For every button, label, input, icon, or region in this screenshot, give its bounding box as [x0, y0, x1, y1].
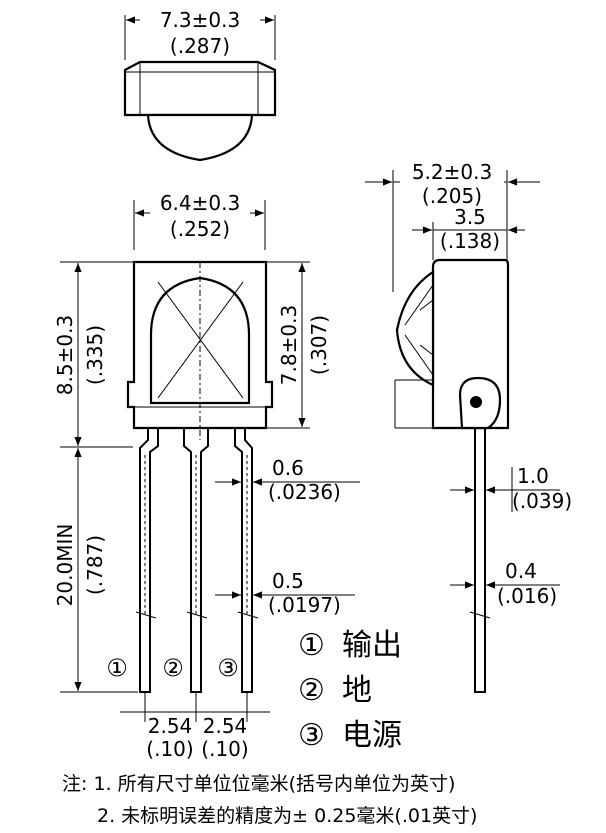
pin-number-2: ②: [162, 654, 184, 682]
lead-length-in-label: (.787): [83, 535, 107, 595]
top-body-outline: [123, 60, 277, 117]
lens-height-in-label: (.307): [307, 315, 331, 375]
side-lens-detail: [419, 299, 434, 311]
side-lens-mm-label: 3.5: [454, 205, 486, 229]
top-view: 7.3±0.3 (.287): [123, 8, 277, 162]
legend-number-2: ②: [298, 673, 325, 708]
side-offset-in-label: (.039): [512, 489, 572, 513]
lens-cross-line: [157, 281, 244, 399]
break-line: [186, 611, 208, 619]
pitch-left-mm-label: 2.54: [148, 714, 193, 738]
pitch-right-in-label: (.10): [201, 737, 248, 761]
label-mask: [400, 162, 504, 184]
side-lens-in-label: (.138): [440, 229, 500, 253]
label-mask: [140, 10, 260, 32]
side-pivot-dot: [470, 396, 482, 408]
note-line-1: 注: 1. 所有尺寸单位位毫米(括号内单位为英寸): [62, 773, 455, 795]
legend-label-power: 电源: [342, 718, 402, 753]
lead-width-in-label: (.0236): [268, 480, 341, 504]
side-lens-detail: [404, 334, 434, 376]
legend-label-output: 输出: [342, 628, 402, 663]
pin-number-1: ①: [106, 654, 128, 682]
pitch-right-mm-label: 2.54: [203, 714, 248, 738]
notes: 注: 1. 所有尺寸单位位毫米(括号内单位为英寸) 2. 未标明误差的精度为± …: [62, 773, 477, 827]
side-depth-mm-label: 5.2±0.3: [412, 160, 492, 184]
side-lens-detail: [419, 344, 434, 356]
pin-number-3: ③: [217, 654, 239, 682]
side-lead: [474, 428, 486, 693]
top-width-in-label: (.287): [170, 34, 230, 58]
front-height-mm-label: 8.5±0.3: [53, 315, 77, 395]
front-height-in-label: (.335): [83, 325, 107, 385]
lead-length-mm-label: 20.0MIN: [53, 524, 77, 607]
front-width-mm-label: 6.4±0.3: [160, 191, 240, 215]
front-width-in-label: (.252): [170, 217, 230, 241]
lead-pin-1: [139, 428, 159, 693]
legend-number-3: ③: [298, 718, 325, 753]
side-depth-in-label: (.205): [422, 184, 482, 208]
side-view: 5.2±0.3 (.205) 3.5 (.138) 1.0 (.039): [365, 160, 572, 693]
lead-thickness-in-label: (.0197): [268, 593, 341, 617]
break-line: [469, 611, 491, 619]
legend-label-ground: 地: [342, 673, 372, 708]
top-width-mm-label: 7.3±0.3: [160, 8, 240, 32]
break-line: [237, 611, 259, 619]
pitch-left-in-label: (.10): [146, 737, 193, 761]
note-line-2: 2. 未标明误差的精度为± 0.25毫米(.01英寸): [97, 805, 477, 827]
lead-width-mm-label: 0.6: [272, 456, 304, 480]
lens-height-mm-label: 7.8±0.3: [277, 305, 301, 385]
break-line: [135, 611, 157, 619]
lead-pin-2: [183, 428, 209, 693]
side-offset-mm-label: 1.0: [517, 464, 549, 488]
pin-legend: ① 输出 ② 地 ③ 电源: [298, 628, 402, 753]
side-lead-mm-label: 0.4: [505, 559, 537, 583]
lead-pin-3: [234, 428, 253, 693]
side-lead-in-label: (.016): [497, 584, 557, 608]
lead-thickness-mm-label: 0.5: [272, 569, 304, 593]
front-view: 6.4±0.3 (.252) 8.5±0.3 (.335) 7.8±0.3 (.…: [53, 191, 360, 761]
legend-number-1: ①: [298, 628, 325, 663]
top-lens-dome: [146, 113, 254, 162]
side-lens-dome: [395, 269, 435, 387]
label-mask: [150, 193, 250, 215]
side-lens-detail: [404, 284, 434, 326]
